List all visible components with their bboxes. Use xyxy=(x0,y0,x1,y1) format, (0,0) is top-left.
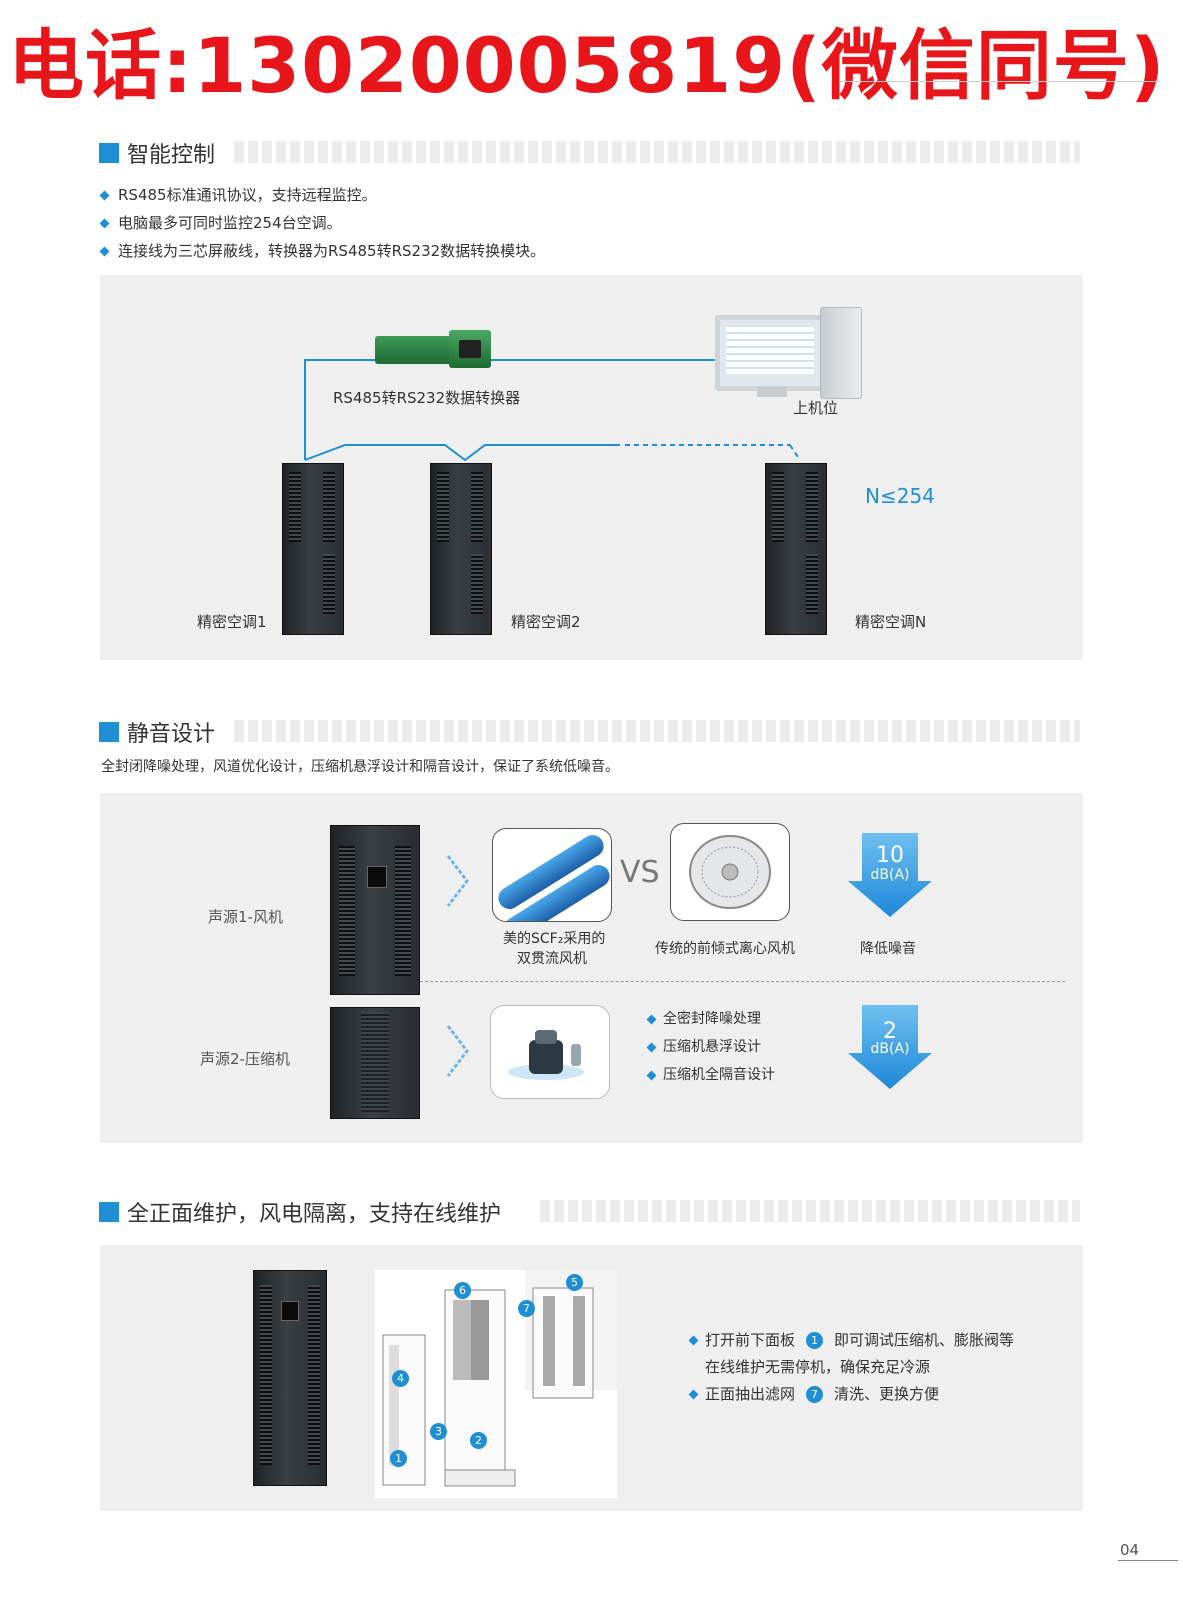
bullet-diamond-icon xyxy=(646,1042,657,1052)
bullet-diamond-icon xyxy=(99,246,110,256)
chevron-strip-divider xyxy=(234,141,1080,163)
max-units-label: N≤254 xyxy=(865,484,935,508)
converter-label: RS485转RS232数据转换器 xyxy=(333,389,521,407)
compressor-point-text: 压缩机全隔音设计 xyxy=(663,1067,775,1083)
section-title-smart-control: 智能控制 xyxy=(99,137,215,169)
compressor-point: 全密封降噪处理 xyxy=(646,1005,775,1033)
phone-banner: 电话:13020005819(微信同号) xyxy=(8,21,1166,110)
unit-label-2: 精密空调2 xyxy=(511,613,581,631)
source2-label: 声源2-压缩机 xyxy=(200,1050,290,1068)
vs-text: VS xyxy=(620,855,660,890)
fan-a-label-line2: 双贯流风机 xyxy=(517,951,587,967)
chevron-right-icon xyxy=(446,855,469,907)
chevron-strip-divider xyxy=(234,720,1080,742)
maintenance-panel: 6 5 7 4 3 2 1 打开前下面板 1 即可调试压缩机、膨胀阀等 在线维护… xyxy=(100,1245,1083,1511)
section-title-front-maintenance: 全正面维护，风电隔离，支持在线维护 xyxy=(99,1196,501,1228)
section-square-icon xyxy=(99,1202,119,1222)
bullet-diamond-icon xyxy=(688,1335,699,1346)
note1-text-b: 即可调试压缩机、膨胀阀等 xyxy=(834,1331,1015,1349)
compressor-point: 压缩机悬浮设计 xyxy=(646,1033,775,1061)
note1-num-badge: 1 xyxy=(806,1332,824,1349)
db1-unit: dB(A) xyxy=(870,867,910,883)
bullet-text: 连接线为三芯屏蔽线，转换器为RS485转RS232数据转换模块。 xyxy=(118,242,546,260)
section1-title-text: 智能控制 xyxy=(127,143,216,168)
maintenance-cabinet xyxy=(253,1270,327,1486)
callout-2: 2 xyxy=(470,1432,487,1449)
maintenance-note: 正面抽出滤网 7 清洗、更换方便 xyxy=(688,1381,1014,1408)
note3-text-b: 清洗、更换方便 xyxy=(834,1385,940,1403)
page-number: 04 xyxy=(1120,1541,1140,1559)
cross-flow-fan-image xyxy=(492,828,612,922)
note3-num-badge: 7 xyxy=(806,1386,824,1403)
fan-a-label-line1: 美的SCF₂采用的 xyxy=(503,931,606,947)
section-square-icon xyxy=(99,143,119,163)
callout-3: 3 xyxy=(430,1423,447,1440)
fan-cabinet xyxy=(330,825,420,995)
bullet-diamond-icon xyxy=(688,1389,699,1400)
ac-unit-1 xyxy=(282,463,344,635)
maintenance-notes: 打开前下面板 1 即可调试压缩机、膨胀阀等 在线维护无需停机，确保充足冷源 正面… xyxy=(688,1327,1015,1408)
note3-text-a: 正面抽出滤网 xyxy=(705,1385,796,1403)
callout-5: 5 xyxy=(566,1274,583,1291)
callout-7: 7 xyxy=(518,1300,535,1317)
page-number-rule xyxy=(1118,1560,1178,1561)
compressor-cabinet xyxy=(330,1007,420,1119)
noise-reduction-arrow-1: 10 dB(A) xyxy=(848,833,932,917)
section-title-silent-design: 静音设计 xyxy=(99,716,215,748)
bullet-diamond-icon xyxy=(646,1014,657,1024)
unit-label-1: 精密空调1 xyxy=(197,613,267,631)
fan-b-label: 传统的前倾式离心风机 xyxy=(655,941,795,957)
note1-text-a: 打开前下面板 xyxy=(705,1331,796,1349)
compressor-point: 压缩机全隔音设计 xyxy=(646,1061,775,1089)
section1-bullets: RS485标准通讯协议，支持远程监控。 电脑最多可同时监控254台空调。 连接线… xyxy=(99,181,546,265)
compressor-image xyxy=(490,1005,610,1099)
section3-title-text: 全正面维护，风电隔离，支持在线维护 xyxy=(127,1202,502,1227)
network-lines xyxy=(304,359,801,462)
bullet-item: RS485标准通讯协议，支持远程监控。 xyxy=(99,181,545,209)
callout-1: 1 xyxy=(390,1450,407,1467)
db2-value: 2 xyxy=(883,1019,897,1044)
bullet-diamond-icon xyxy=(99,190,110,200)
compressor-point-text: 压缩机悬浮设计 xyxy=(663,1039,761,1055)
compressor-point-text: 全密封降噪处理 xyxy=(663,1011,761,1027)
compressor-points: 全密封降噪处理 压缩机悬浮设计 压缩机全隔音设计 xyxy=(646,1005,775,1089)
db1-value: 10 xyxy=(876,843,904,868)
bullet-text: RS485标准通讯协议，支持远程监控。 xyxy=(118,186,377,204)
section2-title-text: 静音设计 xyxy=(127,722,216,747)
bullet-diamond-icon xyxy=(99,218,110,228)
header-rule xyxy=(840,81,1160,82)
bullet-diamond-icon xyxy=(646,1070,657,1080)
db2-unit: dB(A) xyxy=(870,1041,910,1057)
ac-unit-n xyxy=(765,463,827,635)
exploded-diagram: 6 5 7 4 3 2 1 xyxy=(375,1270,617,1498)
centrifugal-fan-image xyxy=(670,823,790,921)
computer-icon xyxy=(715,307,865,403)
callout-4: 4 xyxy=(392,1370,409,1387)
rs485-converter-icon xyxy=(375,330,495,368)
note2-text: 在线维护无需停机，确保充足冷源 xyxy=(705,1358,931,1376)
ac-unit-2 xyxy=(430,463,492,635)
maintenance-note: 打开前下面板 1 即可调试压缩机、膨胀阀等 xyxy=(688,1327,1015,1354)
noise-reduction-arrow-2: 2 dB(A) xyxy=(848,1005,932,1089)
section-square-icon xyxy=(99,722,119,742)
dashed-divider xyxy=(420,981,1065,982)
source1-label: 声源1-风机 xyxy=(208,908,283,926)
bullet-item: 连接线为三芯屏蔽线，转换器为RS485转RS232数据转换模块。 xyxy=(99,237,546,265)
unit-label-n: 精密空调N xyxy=(855,613,927,631)
chevron-right-icon xyxy=(446,1025,469,1077)
network-diagram-panel: RS485转RS232数据转换器 上机位 N≤254 精密空调1 精密空调2 精… xyxy=(100,275,1083,660)
reduce-noise-label: 降低噪音 xyxy=(860,941,916,957)
callout-6: 6 xyxy=(454,1282,471,1299)
bullet-text: 电脑最多可同时监控254台空调。 xyxy=(118,214,342,232)
silent-design-panel: 声源1-风机 声源2-压缩机 VS 美的SCF₂采用的 双贯流风机 传统的前倾式… xyxy=(100,793,1083,1143)
section2-description: 全封闭降噪处理，风道优化设计，压缩机悬浮设计和隔音设计，保证了系统低噪音。 xyxy=(101,759,619,775)
chevron-strip-divider xyxy=(540,1200,1080,1222)
computer-label: 上机位 xyxy=(793,399,839,417)
bullet-item: 电脑最多可同时监控254台空调。 xyxy=(99,209,545,237)
